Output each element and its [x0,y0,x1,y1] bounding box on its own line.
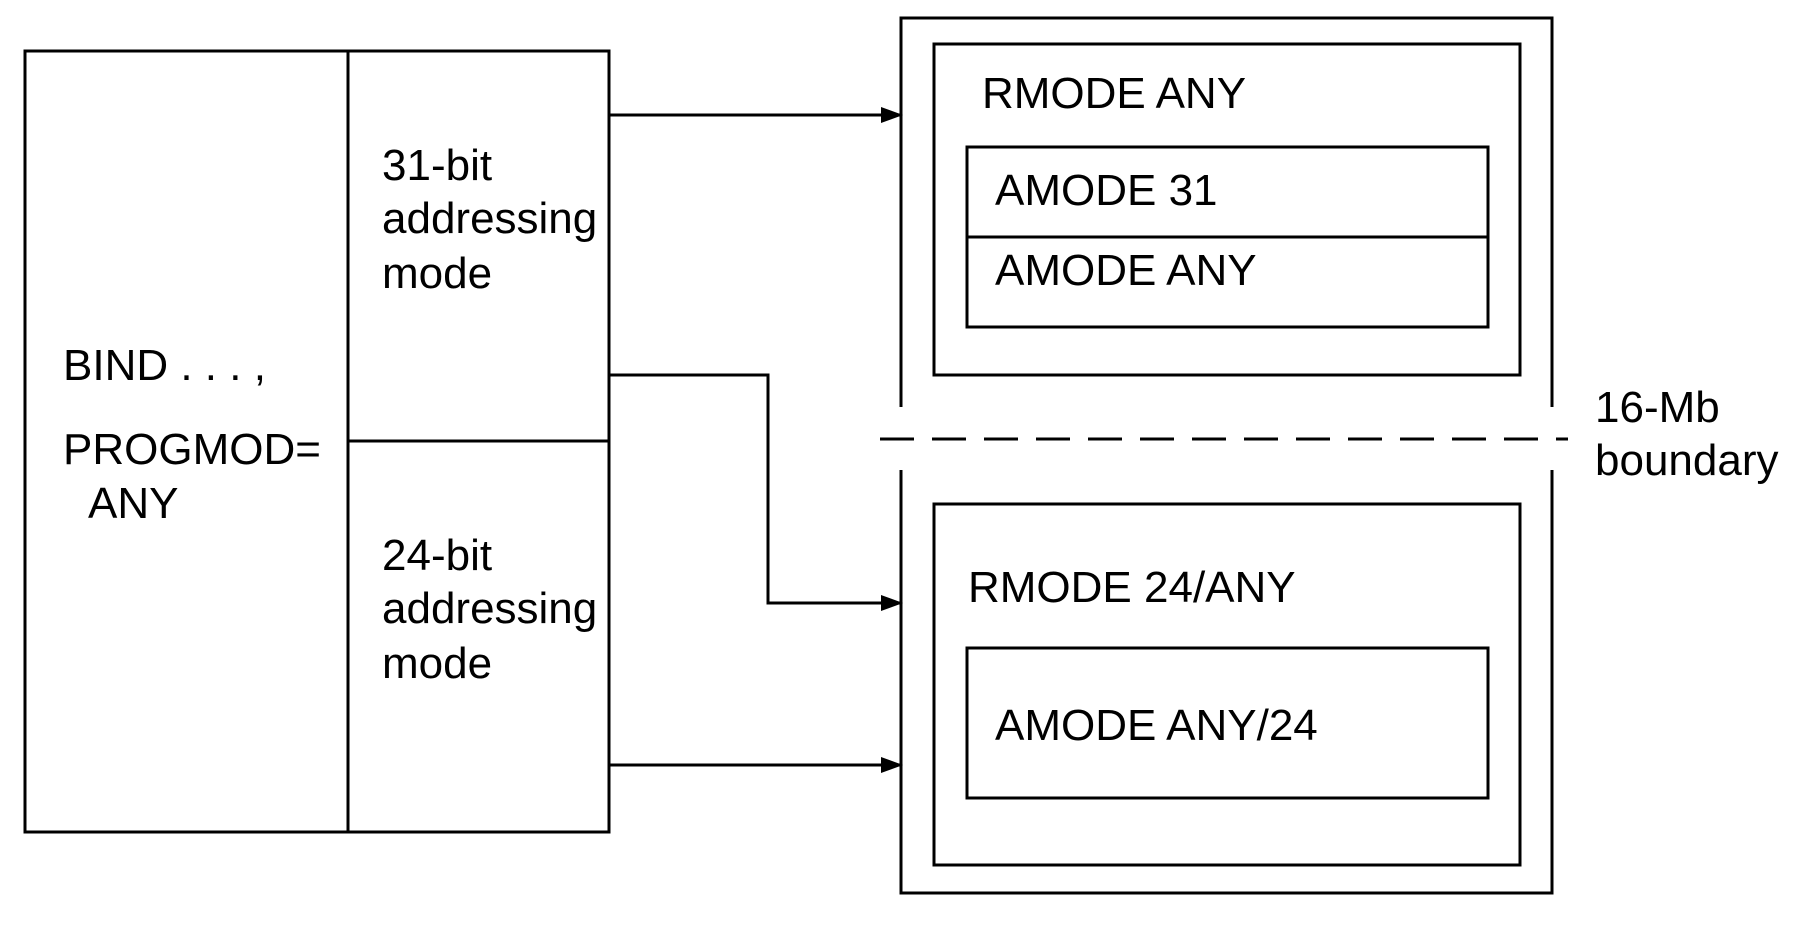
amode-any-label: AMODE ANY [995,246,1257,295]
rmode-24-any-label: RMODE 24/ANY [968,563,1296,612]
mode24-line2: addressing [382,584,597,633]
rmode-24-any-box [932,502,1522,867]
rmode-24-any-region: RMODE 24/ANY AMODE ANY/24 [932,502,1522,867]
mode31-line2: addressing [382,194,597,243]
address-space-frame [899,16,1554,895]
boundary-label-line2: boundary [1595,436,1778,485]
rmode-any-region: RMODE ANY AMODE 31 AMODE ANY [932,42,1522,377]
address-space-frame-top [899,16,1554,407]
arrows [609,107,903,773]
mode24-line1: 24-bit [382,531,492,580]
progmod-text: PROGMOD= [63,425,321,474]
boundary-label-line1: 16-Mb [1595,383,1720,432]
rmode-any-label: RMODE ANY [982,69,1246,118]
address-space-frame-bottom [899,470,1554,895]
rmode-any-box [932,42,1522,377]
bind-text: BIND . . . , [63,341,266,390]
arrow-31bit-to-rmode-24-any [609,373,903,611]
mode31-line1: 31-bit [382,141,492,190]
amode-box-lower [965,646,1490,800]
mode24-line3: mode [382,639,492,688]
progmod-value-text: ANY [88,479,178,528]
amode-any-24-label: AMODE ANY/24 [995,701,1318,750]
bind-progmod-block: BIND . . . , PROGMOD= ANY 31-bit address… [23,49,611,834]
boundary-16mb: 16-Mb boundary [880,383,1778,485]
mode31-line3: mode [382,249,492,298]
amode-31-label: AMODE 31 [995,166,1218,215]
